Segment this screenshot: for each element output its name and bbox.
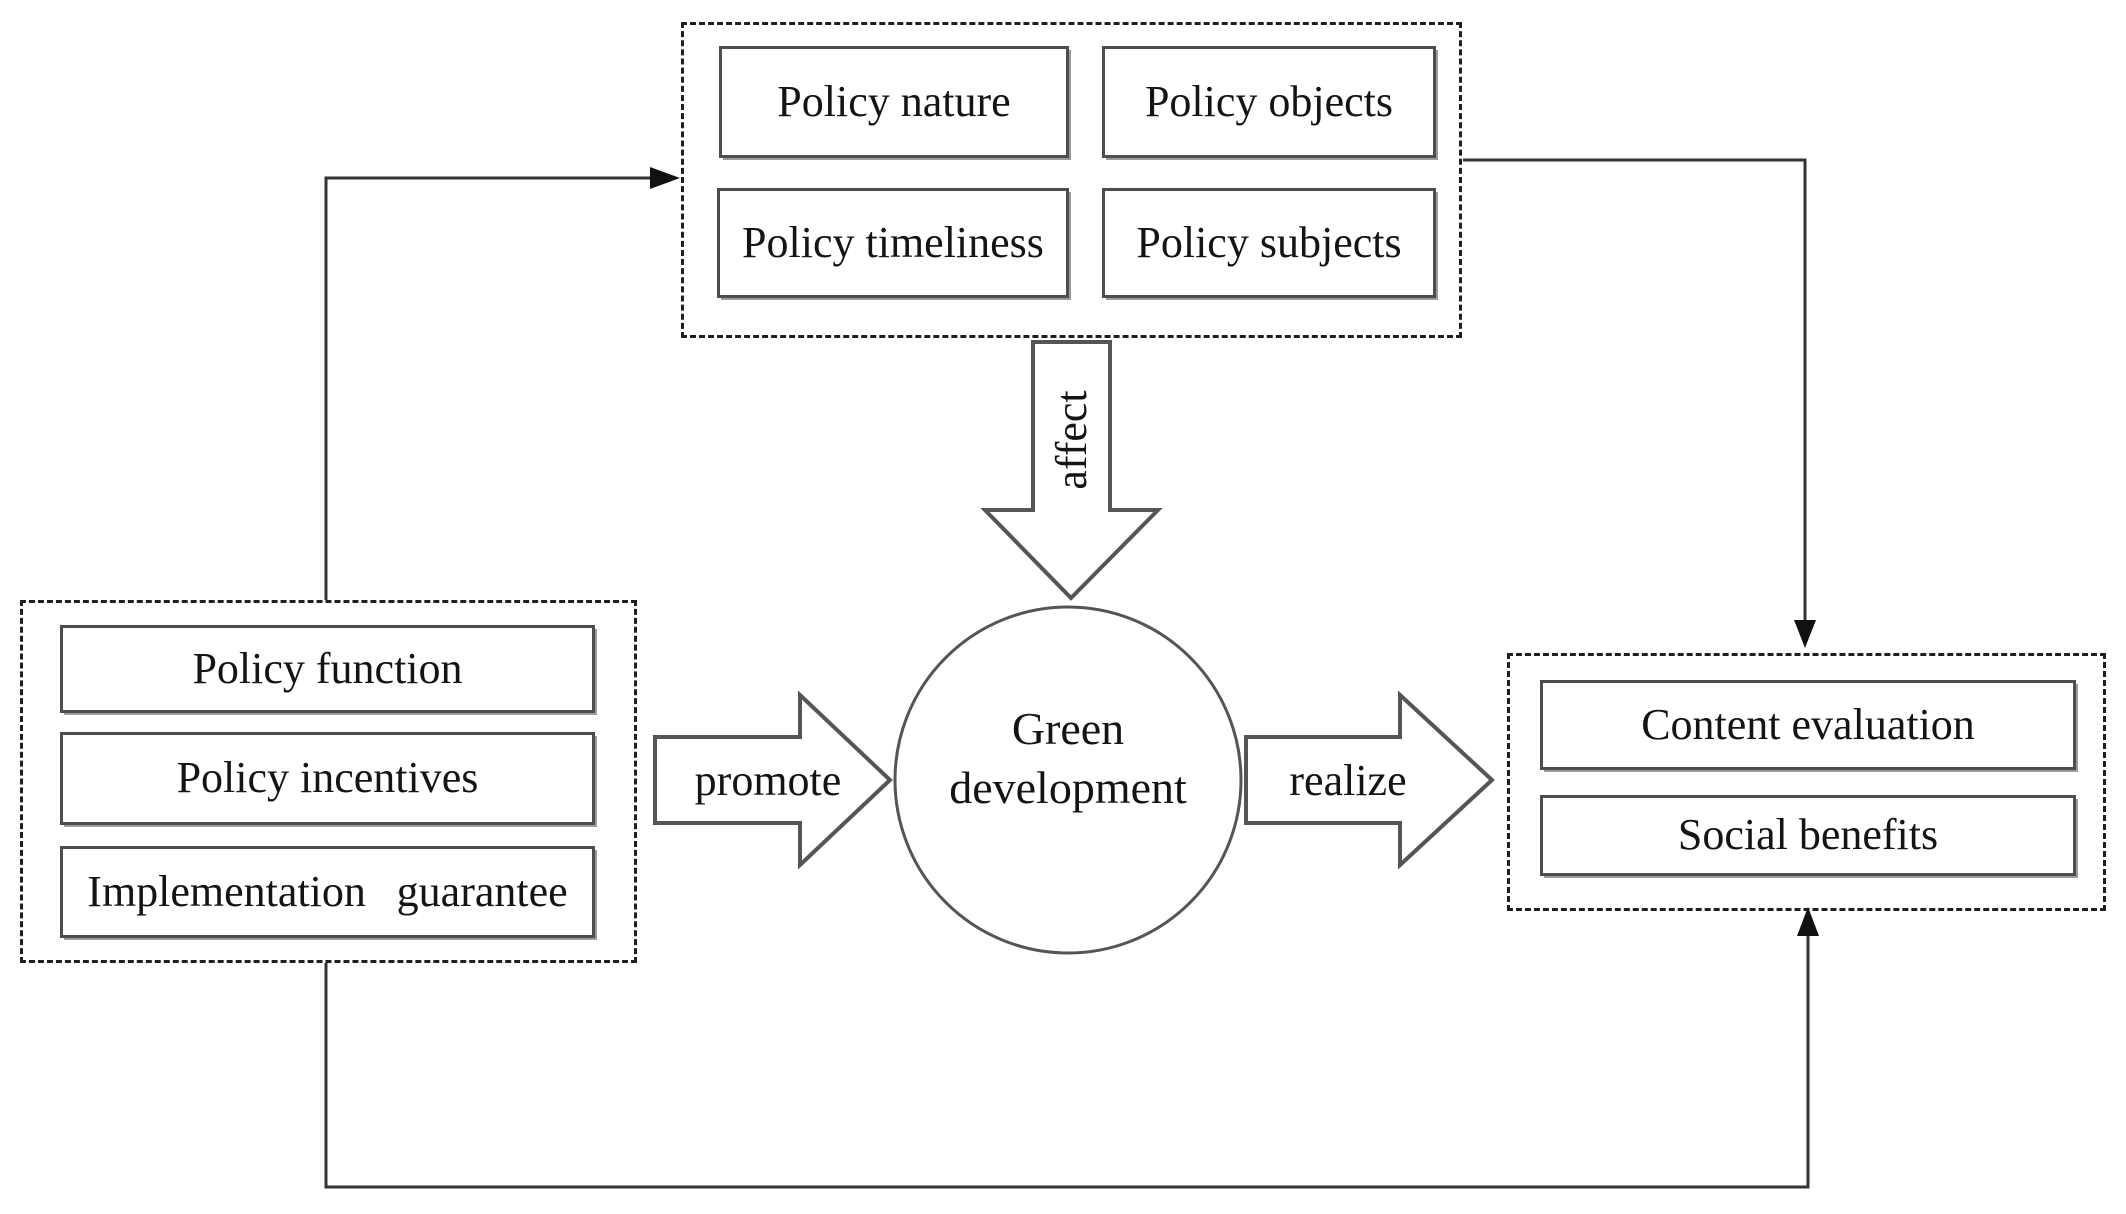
policy-objects-label: Policy objects (1144, 76, 1394, 126)
connector-top-to-right (1463, 158, 1807, 624)
policy-timeliness-box: Policy timeliness (717, 188, 1069, 298)
green-development-circle (893, 605, 1243, 955)
green-development-line1: Green (1011, 703, 1125, 754)
promote-block-arrow (653, 690, 893, 870)
green-development-line2: development (949, 761, 1187, 813)
policy-nature-label: Policy nature (777, 76, 1011, 126)
implementation-guarantee-box: Implementation guarantee (60, 846, 595, 938)
implementation-guarantee-label: Implementation guarantee (87, 866, 568, 916)
realize-block-arrow (1244, 690, 1495, 870)
policy-levers-group (20, 600, 637, 963)
arrowhead-into-right-group-bottom (1797, 907, 1819, 936)
social-benefits-box: Social benefits (1540, 795, 2076, 876)
policy-subjects-label: Policy subjects (1136, 217, 1402, 267)
policy-function-box: Policy function (60, 625, 595, 713)
affect-arrow-label: affect (1046, 390, 1096, 490)
connector-left-to-top (324, 176, 662, 600)
policy-timeliness-label: Policy timeliness (742, 217, 1044, 267)
content-evaluation-label: Content evaluation (1641, 699, 1975, 749)
affect-block-arrow (980, 340, 1163, 601)
policy-incentives-label: Policy incentives (176, 753, 479, 803)
policy-attributes-group (681, 22, 1462, 338)
promote-arrow-label: promote (694, 755, 842, 805)
policy-incentives-box: Policy incentives (60, 732, 595, 825)
policy-subjects-box: Policy subjects (1102, 188, 1436, 298)
social-benefits-label: Social benefits (1677, 810, 1939, 860)
arrowhead-into-right-group-top (1794, 620, 1816, 648)
outcomes-group (1507, 653, 2106, 911)
connector-bottom-feedback (324, 933, 1810, 1189)
policy-nature-box: Policy nature (719, 46, 1069, 158)
policy-function-label: Policy function (192, 643, 463, 693)
content-evaluation-box: Content evaluation (1540, 680, 2076, 770)
green-development-label: Green development (895, 700, 1241, 818)
policy-objects-box: Policy objects (1102, 46, 1436, 158)
realize-arrow-label: realize (1289, 755, 1407, 805)
arrowhead-into-top-group (650, 167, 680, 189)
